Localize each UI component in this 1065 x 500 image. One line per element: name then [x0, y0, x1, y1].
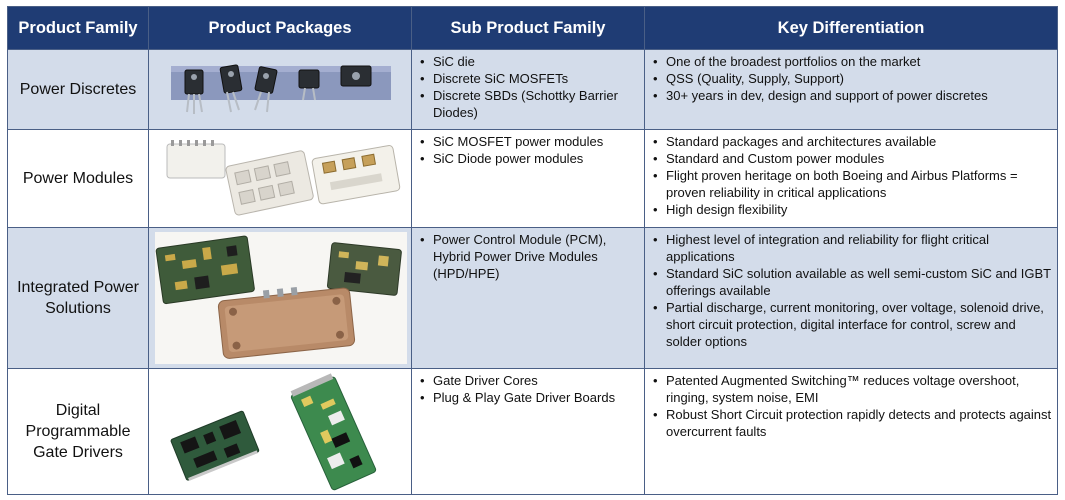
differentiation-cell: One of the broadest portfolios on the ma… [644, 49, 1058, 130]
packages-cell [148, 49, 412, 130]
discrete-packages-image [171, 64, 391, 114]
table-row: Power Modules [7, 129, 1058, 228]
gate-driver-packages-image [170, 373, 377, 491]
differentiation-cell: Patented Augmented Switching™ reduces vo… [644, 368, 1058, 495]
family-cell: Power Discretes [7, 49, 149, 130]
sub-family-cell: Gate Driver Cores Plug & Play Gate Drive… [411, 368, 645, 495]
list-item: SiC Diode power modules [412, 150, 640, 167]
list-item: Plug & Play Gate Driver Boards [412, 389, 640, 406]
power-module-packages-image [166, 140, 401, 216]
list-item: QSS (Quality, Supply, Support) [645, 70, 1053, 87]
integrated-power-packages-image [155, 232, 407, 364]
table-row: Power Discretes [7, 49, 1058, 130]
packages-cell [148, 368, 412, 495]
list-item: Flight proven heritage on both Boeing an… [645, 167, 1053, 201]
list-item: High design flexibility [645, 201, 1053, 218]
header-product-packages: Product Packages [148, 6, 412, 50]
list-item: 30+ years in dev, design and support of … [645, 87, 1053, 104]
family-cell: Digital Programmable Gate Drivers [7, 368, 149, 495]
list-item: One of the broadest portfolios on the ma… [645, 53, 1053, 70]
list-item: Gate Driver Cores [412, 372, 640, 389]
list-item: Standard SiC solution available as well … [645, 265, 1053, 299]
list-item: Discrete SBDs (Schottky Barrier Diodes) [412, 87, 640, 121]
list-item: Robust Short Circuit protection rapidly … [645, 406, 1053, 440]
table-row: Integrated Power Solutions [7, 227, 1058, 369]
header-row: Product Family Product Packages Sub Prod… [7, 6, 1058, 50]
list-item: Power Control Module (PCM), Hybrid Power… [412, 231, 640, 282]
family-cell: Power Modules [7, 129, 149, 228]
differentiation-cell: Highest level of integration and reliabi… [644, 227, 1058, 369]
list-item: Standard and Custom power modules [645, 150, 1053, 167]
header-sub-product-family: Sub Product Family [411, 6, 645, 50]
sub-family-cell: SiC MOSFET power modules SiC Diode power… [411, 129, 645, 228]
sub-family-cell: Power Control Module (PCM), Hybrid Power… [411, 227, 645, 369]
list-item: Discrete SiC MOSFETs [412, 70, 640, 87]
sub-family-cell: SiC die Discrete SiC MOSFETs Discrete SB… [411, 49, 645, 130]
family-cell: Integrated Power Solutions [7, 227, 149, 369]
product-table: Product Family Product Packages Sub Prod… [7, 6, 1058, 495]
list-item: Patented Augmented Switching™ reduces vo… [645, 372, 1053, 406]
differentiation-cell: Standard packages and architectures avai… [644, 129, 1058, 228]
header-product-family: Product Family [7, 6, 149, 50]
table-row: Digital Programmable Gate Drivers [7, 368, 1058, 495]
list-item: SiC MOSFET power modules [412, 133, 640, 150]
packages-cell [148, 227, 412, 369]
list-item: Partial discharge, current monitoring, o… [645, 299, 1053, 350]
list-item: Highest level of integration and reliabi… [645, 231, 1053, 265]
header-key-differentiation: Key Differentiation [644, 6, 1058, 50]
packages-cell [148, 129, 412, 228]
list-item: SiC die [412, 53, 640, 70]
list-item: Standard packages and architectures avai… [645, 133, 1053, 150]
